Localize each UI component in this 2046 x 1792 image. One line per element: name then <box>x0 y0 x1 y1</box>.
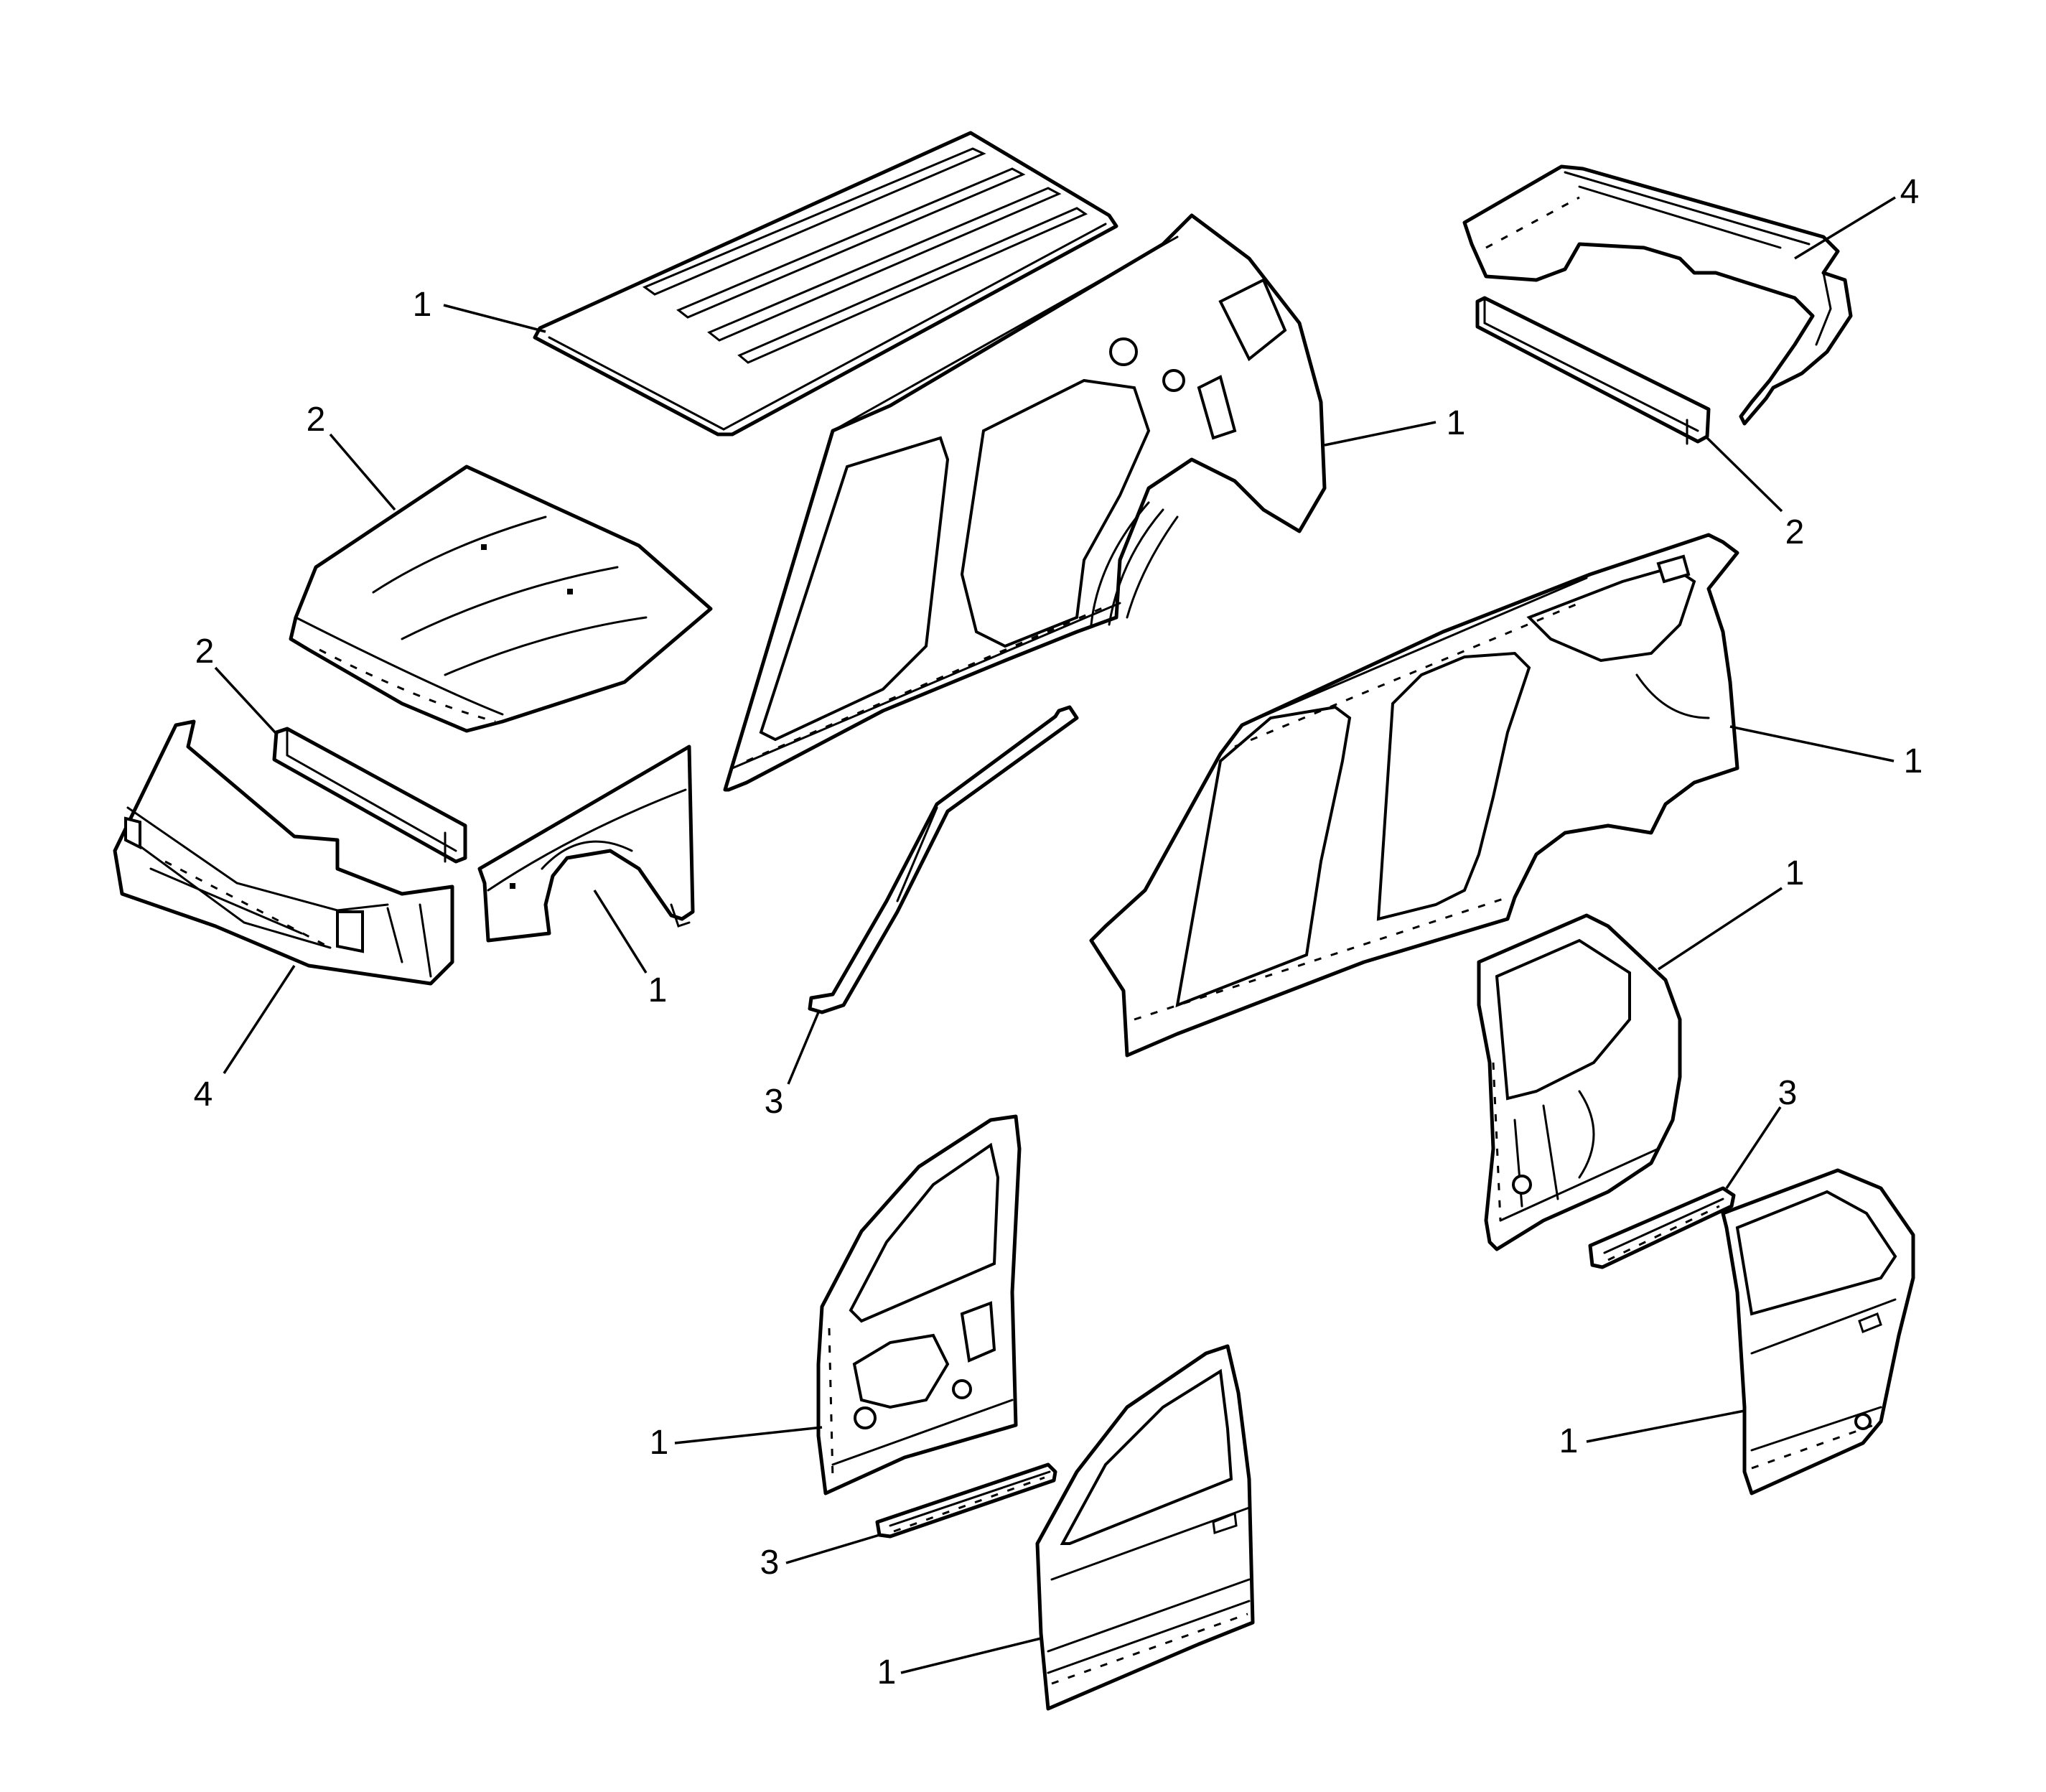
callout-labels: 1 2 2 4 1 1 3 4 2 1 1 3 1 3 1 1 <box>194 173 1923 1691</box>
rear-door-outer <box>1721 1168 1915 1495</box>
rear-door-inner <box>1477 913 1682 1251</box>
leader-front-door-outer <box>900 1637 1042 1674</box>
callout-front-door-sill: 3 <box>760 1544 780 1582</box>
rear-impact-bar <box>1475 296 1711 445</box>
callout-rear-impact-bar: 2 <box>1785 513 1805 551</box>
callout-inner-body-side: 1 <box>1447 404 1466 442</box>
outer-body-side <box>1089 533 1739 1058</box>
callout-front-fender: 1 <box>648 971 668 1009</box>
hood <box>289 465 713 733</box>
leader-lines <box>214 196 1896 1674</box>
leader-hood <box>329 433 396 511</box>
leader-front-impact-bar <box>214 666 278 735</box>
callout-rear-door-sill: 3 <box>1778 1074 1798 1112</box>
leader-rear-impact-bar <box>1706 437 1783 513</box>
front-door-sill <box>875 1462 1057 1539</box>
front-fascia <box>113 719 454 986</box>
leader-front-door-inner <box>674 1426 823 1445</box>
leader-outer-body-side <box>1729 725 1895 762</box>
callout-front-impact-bar: 2 <box>195 633 215 671</box>
callout-rear-fascia: 4 <box>1900 173 1920 211</box>
callout-hood: 2 <box>307 401 326 439</box>
callout-roof-rail-reinforcement: 3 <box>765 1083 784 1121</box>
leader-roof-rail-reinforcement <box>787 1012 820 1085</box>
rear-fascia <box>1462 164 1853 426</box>
roof-panel <box>533 131 1118 437</box>
leader-front-fender <box>593 890 648 974</box>
leader-rear-fascia <box>1794 196 1896 260</box>
inner-body-side <box>723 213 1327 792</box>
leader-rear-door-sill <box>1725 1106 1782 1189</box>
front-door-inner <box>816 1114 1022 1495</box>
front-impact-bar <box>272 727 467 864</box>
leader-inner-body-side <box>1324 421 1437 447</box>
leader-rear-door-inner <box>1658 887 1783 971</box>
callout-outer-body-side: 1 <box>1904 742 1923 780</box>
roof-rail-reinforcement <box>808 705 1079 1014</box>
leader-front-fascia <box>223 965 296 1074</box>
front-door-outer <box>1035 1344 1255 1711</box>
callout-rear-door-outer: 1 <box>1559 1422 1579 1460</box>
callout-front-door-outer: 1 <box>877 1653 897 1691</box>
leader-front-door-sill <box>785 1534 880 1564</box>
leader-roof-panel <box>443 304 546 333</box>
front-fender <box>477 745 695 943</box>
callout-front-fascia: 4 <box>194 1075 213 1114</box>
callout-front-door-inner: 1 <box>650 1424 669 1462</box>
rear-door-sill <box>1588 1186 1736 1269</box>
callout-roof-panel: 1 <box>413 286 432 324</box>
leader-rear-door-outer <box>1586 1409 1745 1443</box>
callout-rear-door-inner: 1 <box>1785 854 1805 892</box>
